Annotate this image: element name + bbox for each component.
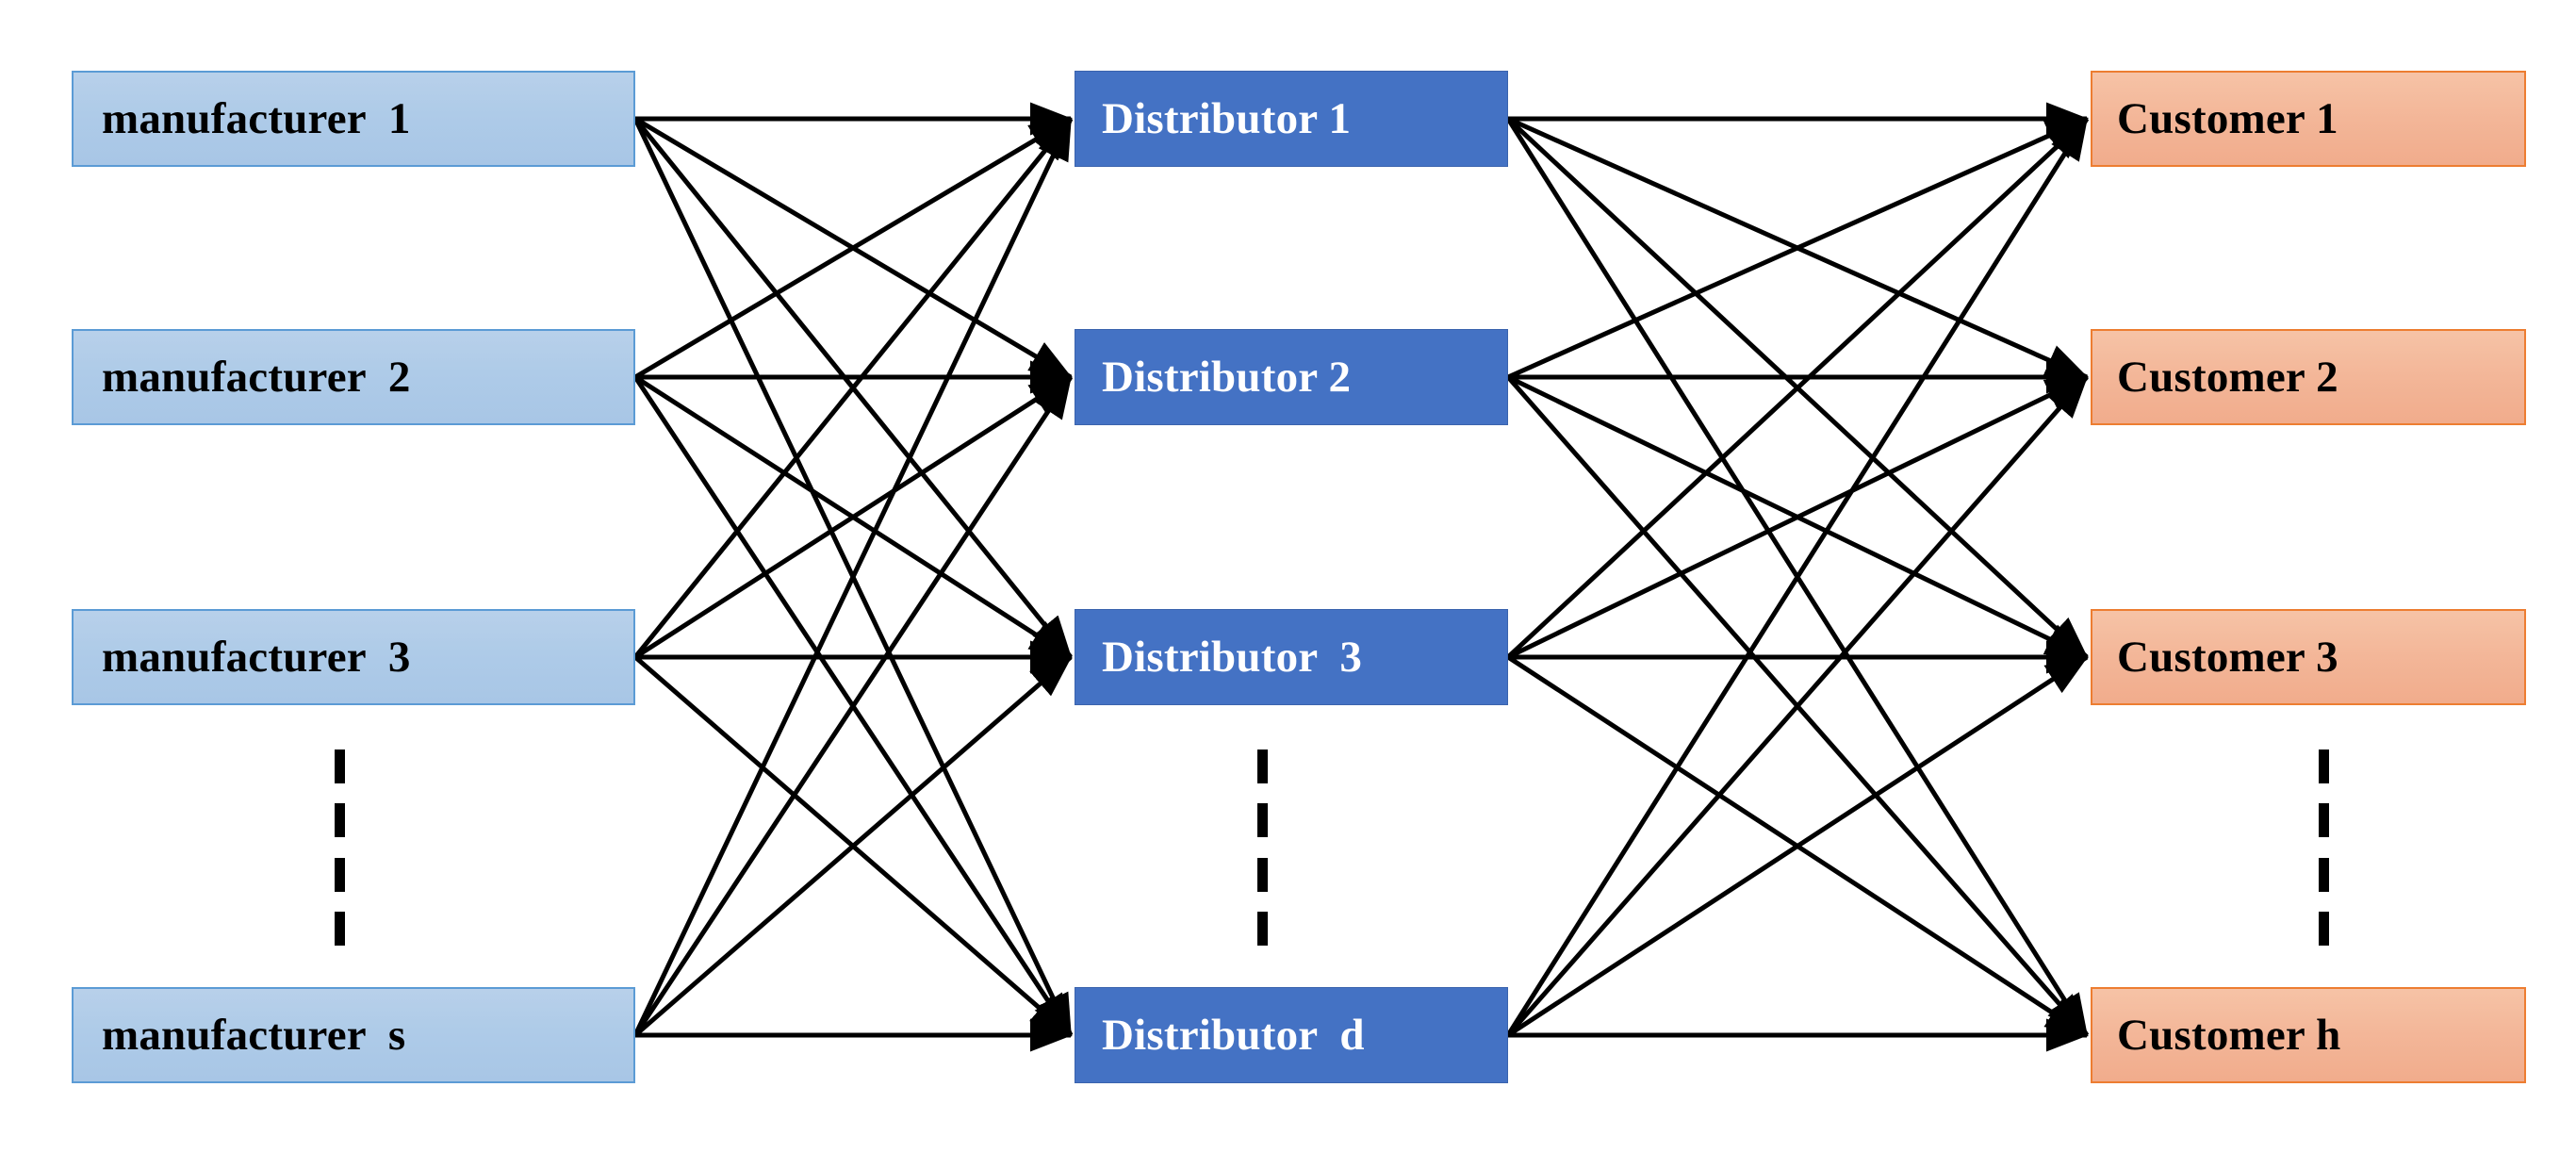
node-customer-3[interactable]: Customer 3 — [2091, 609, 2526, 705]
node-customer-1-label: Customer 1 — [2117, 94, 2338, 143]
ellipsis-dash — [2318, 803, 2329, 838]
edge-d2-c3 — [1506, 374, 2089, 660]
node-manufacturer-s-label: manufacturer s — [102, 1011, 406, 1060]
edges-distributors-to-customers — [1505, 102, 2090, 1052]
node-manufacturer-1-label: manufacturer 1 — [102, 94, 411, 143]
node-distributor-d[interactable]: Distributor d — [1075, 987, 1508, 1083]
node-customer-h-label: Customer h — [2117, 1011, 2341, 1060]
ellipsis-dash — [334, 803, 345, 838]
edge-ms-d1 — [632, 117, 1074, 1037]
edge-d1-c2 — [1506, 116, 2089, 380]
edge-dd-c1 — [1505, 117, 2090, 1037]
ellipsis-dash — [1256, 749, 1268, 783]
ellipsis-dash — [334, 857, 345, 892]
ellipsis-dash — [1256, 857, 1268, 892]
edge-m1-d4 — [632, 117, 1074, 1037]
edge-d1-c4 — [1505, 117, 2090, 1037]
edge-d3-c1 — [1506, 117, 2089, 659]
edges-manufacturers-to-distributors — [632, 102, 1074, 1052]
edge-m3-d4 — [633, 655, 1073, 1037]
edge-m3-d2 — [633, 374, 1073, 660]
node-distributor-3-label: Distributor 3 — [1102, 633, 1363, 682]
ellipsis-dash — [2318, 911, 2329, 946]
node-customer-1[interactable]: Customer 1 — [2091, 71, 2526, 167]
node-customer-h[interactable]: Customer h — [2091, 987, 2526, 1083]
edge-ms-d3 — [633, 655, 1073, 1037]
edge-dd-c3 — [1506, 654, 2089, 1038]
ellipsis-dash — [334, 911, 345, 946]
edge-d1-c3 — [1506, 117, 2089, 659]
node-manufacturer-1[interactable]: manufacturer 1 — [72, 71, 635, 167]
ellipsis-dash — [2318, 857, 2329, 892]
edge-d2-c4 — [1506, 375, 2089, 1037]
edge-m1-d3 — [633, 117, 1073, 659]
node-distributor-1-label: Distributor 1 — [1102, 94, 1352, 143]
node-customer-2[interactable]: Customer 2 — [2091, 329, 2526, 425]
node-distributor-2-label: Distributor 2 — [1102, 353, 1352, 402]
node-customer-3-label: Customer 3 — [2117, 633, 2338, 682]
node-distributor-2[interactable]: Distributor 2 — [1075, 329, 1508, 425]
node-distributor-3[interactable]: Distributor 3 — [1075, 609, 1508, 705]
ellipsis-dash — [2318, 749, 2329, 783]
node-manufacturer-s[interactable]: manufacturer s — [72, 987, 635, 1083]
node-manufacturer-2-label: manufacturer 2 — [102, 353, 411, 402]
node-customer-2-label: Customer 2 — [2117, 353, 2338, 402]
node-distributor-d-label: Distributor d — [1102, 1011, 1365, 1060]
ellipsis-manufacturers — [334, 749, 345, 946]
edge-d3-c4 — [1506, 654, 2089, 1038]
ellipsis-dash — [1256, 803, 1268, 838]
edge-dd-c2 — [1506, 375, 2089, 1037]
edge-m3-d1 — [633, 117, 1073, 659]
edge-m2-d4 — [632, 375, 1074, 1037]
ellipsis-distributors — [1256, 749, 1268, 946]
edge-d3-c2 — [1506, 374, 2089, 660]
ellipsis-dash — [1256, 911, 1268, 946]
node-distributor-1[interactable]: Distributor 1 — [1075, 71, 1508, 167]
edge-d2-c1 — [1506, 116, 2089, 380]
ellipsis-customers — [2318, 749, 2329, 946]
ellipsis-dash — [334, 749, 345, 783]
edge-m2-d1 — [633, 116, 1073, 380]
edge-m2-d3 — [633, 374, 1073, 660]
edge-ms-d2 — [632, 375, 1074, 1037]
node-manufacturer-3-label: manufacturer 3 — [102, 633, 411, 682]
edge-m1-d2 — [633, 116, 1073, 380]
node-manufacturer-3[interactable]: manufacturer 3 — [72, 609, 635, 705]
node-manufacturer-2[interactable]: manufacturer 2 — [72, 329, 635, 425]
